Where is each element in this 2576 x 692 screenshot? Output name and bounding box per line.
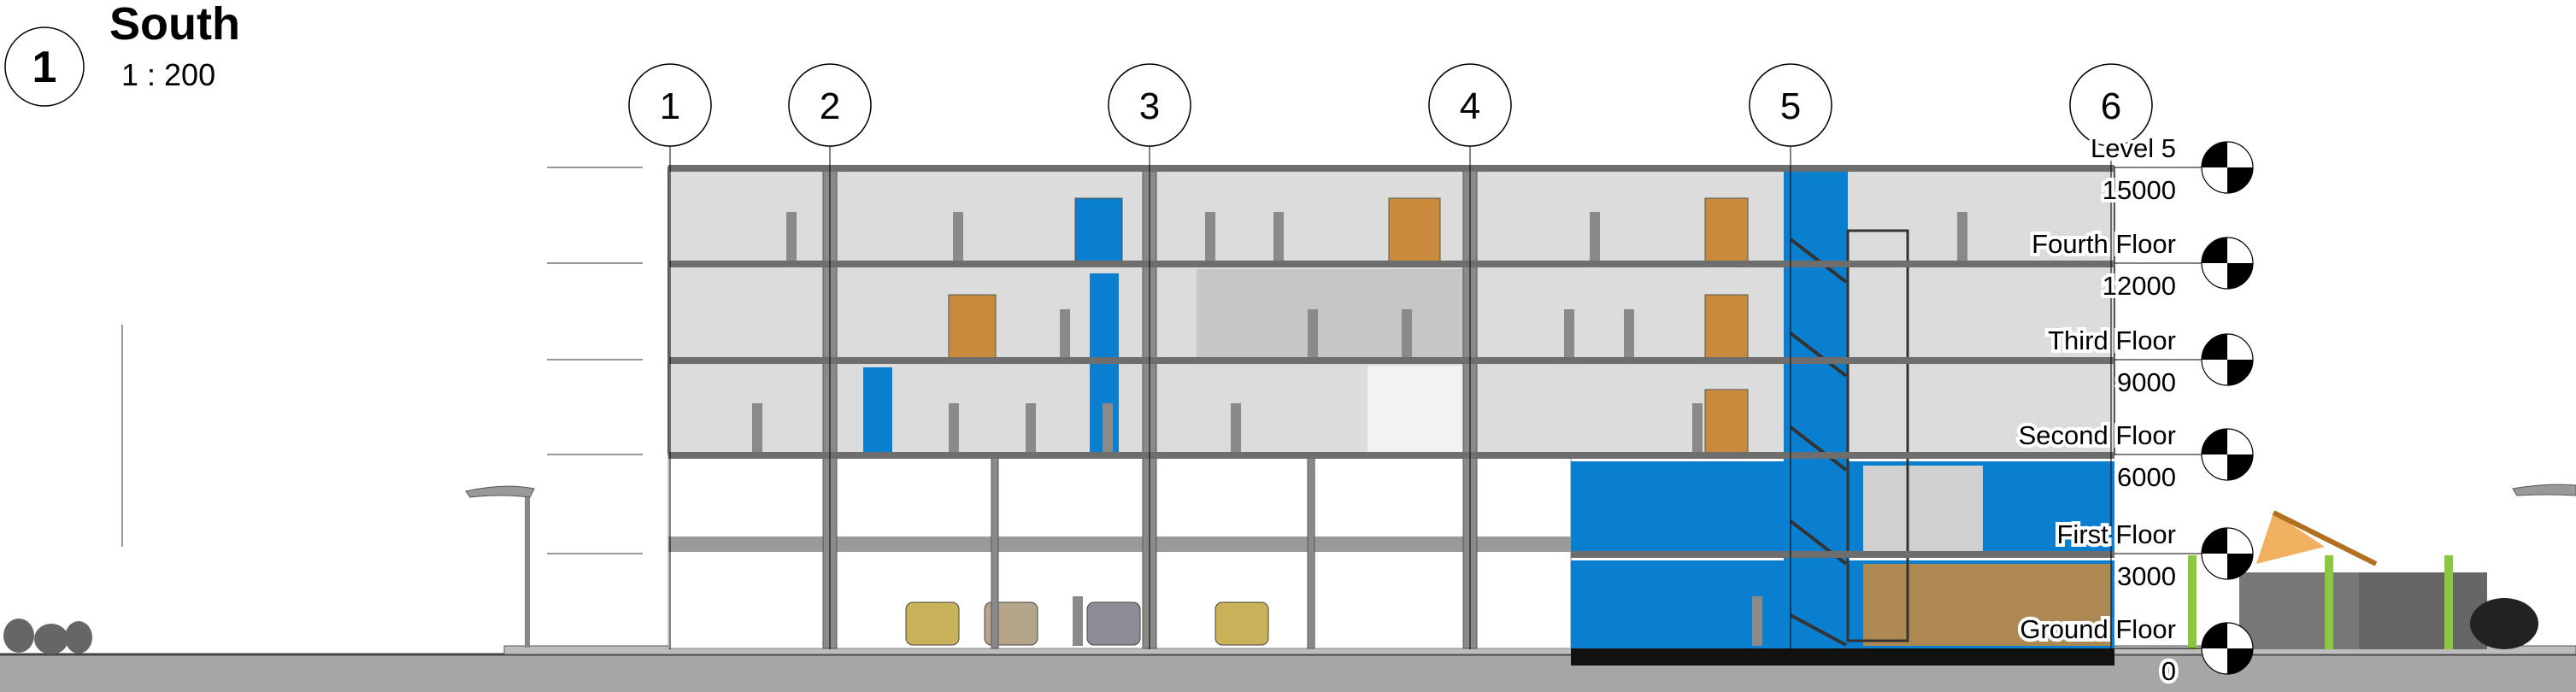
level-elevation: 0	[2161, 656, 2176, 686]
grid-bubble	[1749, 63, 1832, 147]
grid-bubble	[1428, 63, 1512, 147]
level-name: Third Floor	[2048, 325, 2176, 355]
level-marker: Second Floor 6000	[2015, 417, 2254, 496]
people-silhouettes	[752, 212, 1967, 646]
level-datum-icon	[2201, 237, 2254, 290]
view-title: 1 South 1 : 200	[4, 0, 240, 107]
grid-2: 2	[788, 63, 872, 649]
floor-slabs	[668, 165, 2114, 558]
level-datum-icon	[2201, 141, 2254, 194]
level-name: Ground Floor	[2020, 614, 2176, 644]
grid-bubble	[628, 63, 712, 147]
shrubs-left	[3, 619, 92, 654]
grid-lines: 1 2 3 4 5 6	[628, 63, 2153, 649]
level-name: Second Floor	[2019, 420, 2176, 450]
first-floor-interior	[1863, 466, 1983, 551]
level-marker: Ground Floor 0	[2016, 611, 2254, 689]
grid-label: 6	[2101, 85, 2121, 127]
street-lamp-left	[465, 485, 535, 648]
grid-1: 1	[628, 63, 712, 649]
grid-bubble	[2069, 63, 2153, 147]
landscape-right	[2188, 484, 2576, 649]
level-datum-icon	[2201, 622, 2254, 675]
level-datum-icon	[2201, 428, 2254, 481]
grid-bubble	[788, 63, 872, 147]
grid-4: 4	[1428, 63, 1512, 649]
level-name: First Floor	[2057, 519, 2177, 549]
grid-label: 4	[1460, 85, 1480, 127]
stair-core	[1784, 167, 1909, 648]
level-elevation: 6000	[2117, 462, 2176, 492]
reference-lines-left	[121, 167, 643, 554]
parking-beam	[668, 537, 1571, 552]
view-scale: 1 : 200	[121, 57, 215, 92]
level-datum-icon	[2201, 527, 2254, 580]
level-datum-icon	[2201, 333, 2254, 386]
level-marker: First Floor 3000	[2054, 516, 2254, 595]
grid-6: 6	[2069, 63, 2153, 649]
third-floor-atrium-void	[1197, 269, 1470, 360]
doors	[948, 197, 1749, 455]
level-elevation: 12000	[2103, 271, 2176, 301]
second-floor-bright-area	[1367, 366, 1470, 454]
grid-3: 3	[1108, 63, 1191, 649]
grid-bubble	[1108, 63, 1191, 147]
level-marker: Fourth Floor 12000	[2028, 226, 2254, 304]
level-marker: Third Floor 9000	[2044, 322, 2254, 401]
grid-label: 2	[820, 85, 840, 127]
view-number-bubble	[4, 26, 85, 107]
level-name: Fourth Floor	[2032, 229, 2176, 259]
level-elevation: 3000	[2117, 561, 2176, 591]
level-name: Level 5	[2091, 133, 2176, 163]
level-elevation: 9000	[2117, 367, 2176, 397]
level-elevation: 15000	[2103, 175, 2176, 205]
ground-floor-shopfront	[1863, 564, 2111, 646]
grid-label: 1	[660, 85, 680, 127]
level-marker: Level 5 15000	[2087, 130, 2254, 208]
foundation	[1571, 648, 2114, 666]
lower-floors	[668, 454, 2114, 666]
view-title-text: South	[109, 0, 240, 50]
view-number: 1	[32, 43, 57, 92]
grid-label: 3	[1139, 85, 1160, 127]
grid-label: 5	[1780, 85, 1801, 127]
ground-section	[0, 654, 2576, 692]
grid-5: 5	[1749, 63, 1832, 649]
